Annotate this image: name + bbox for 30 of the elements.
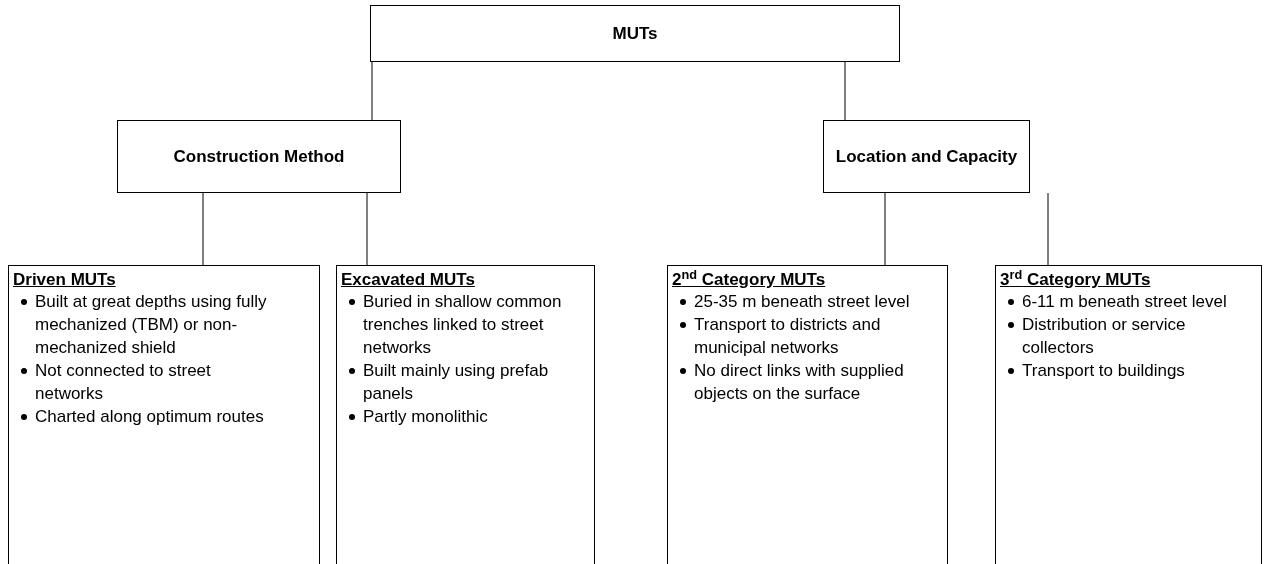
bullet-text: Buried in shallow common trenches linked to street networks	[363, 291, 563, 359]
connector-line	[371, 61, 373, 121]
category-box	[370, 5, 900, 62]
connector-line	[366, 192, 368, 266]
connector-line	[884, 192, 886, 266]
category-box	[823, 120, 1030, 193]
category-box	[8, 265, 320, 564]
bullet-text: Built at great depths using fully mechanized (TBM) or non-mechanized shield	[35, 291, 267, 359]
bullet-text: Charted along optimum routes	[35, 406, 264, 428]
bullet-text: Built mainly using prefab panels	[363, 360, 550, 405]
bullet-text: Not connected to street networks	[35, 360, 212, 405]
category-title: MUTs	[612, 22, 658, 45]
category-title: Location and Capacity	[835, 145, 1018, 168]
connector-line	[202, 192, 204, 266]
bullet-text: Transport to districts and municipal networks	[694, 314, 882, 359]
category-title: Construction Method	[173, 145, 345, 168]
category-heading: Excavated MUTs	[341, 270, 476, 290]
category-box	[667, 265, 948, 564]
category-box	[995, 265, 1262, 564]
connector-line	[1047, 192, 1049, 266]
category-box	[336, 265, 595, 564]
category-box	[117, 120, 401, 193]
category-heading: 2$^{nd}$ Category MUTs	[672, 270, 827, 290]
bullet-text: Transport to buildings	[1022, 360, 1185, 382]
category-heading: 3$^{rd}$ Category MUTs	[1000, 270, 1152, 290]
connector-line	[844, 61, 846, 121]
bullet-text: Distribution or service collectors	[1022, 314, 1187, 359]
category-heading: Driven MUTs	[13, 270, 117, 290]
bullet-text: No direct links with supplied objects on the surface	[694, 360, 905, 405]
bullet-text: Partly monolithic	[363, 406, 488, 428]
